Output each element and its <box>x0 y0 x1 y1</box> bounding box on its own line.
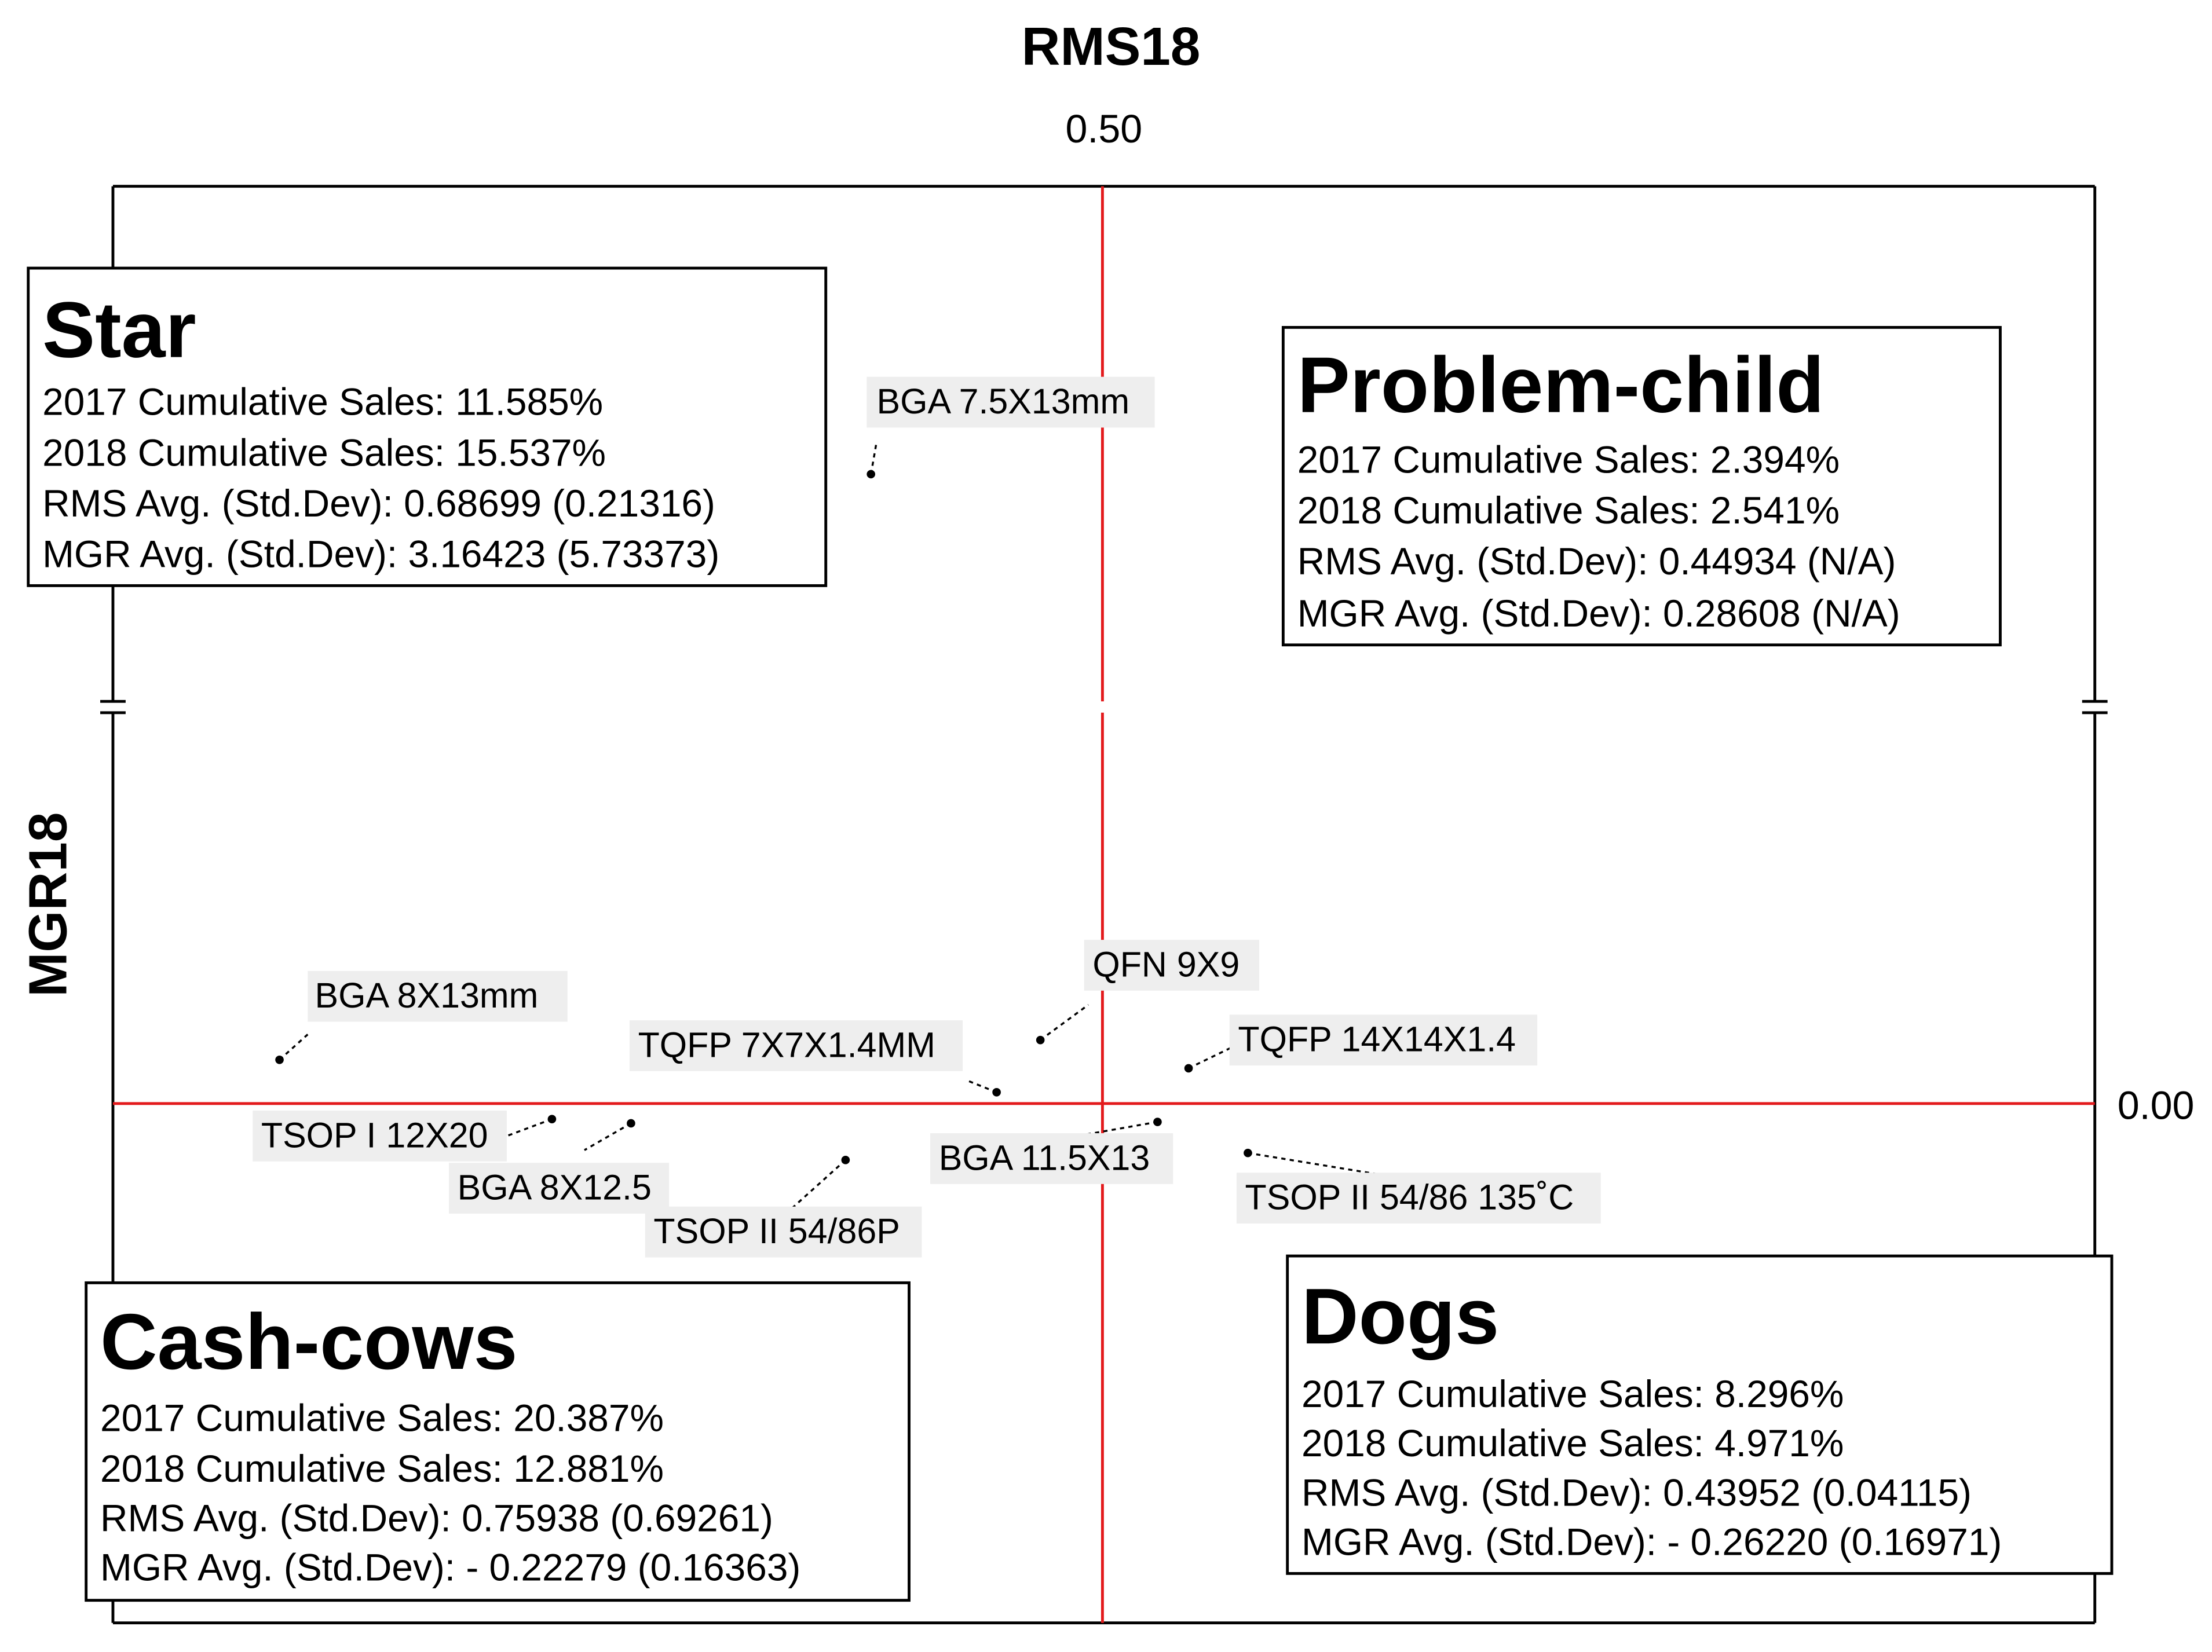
point-marker <box>547 1115 557 1123</box>
point-label-bg <box>930 1133 1173 1184</box>
quadrant-frame <box>27 266 828 587</box>
leader-line <box>968 1080 997 1093</box>
quadrant-box-dogs: Dogs 2017 Cumulative Sales: 8.296% 2018 Cu… <box>1286 1254 2114 1575</box>
quadrant-title: Star <box>42 285 196 374</box>
data-point: TQFP 14X14X1.4 <box>1184 1014 1538 1073</box>
quadrant-box-problem-child: Problem-child 2017 Cumulative Sales: 2.39… <box>1281 325 2002 647</box>
data-point: TQFP 7X7X1.4MM <box>629 1020 1001 1097</box>
quadrant-stat-line: 2017 Cumulative Sales: 11.585% <box>42 380 603 423</box>
quadrant-frame <box>85 1281 911 1602</box>
y-axis-label: MGR18 <box>18 812 78 997</box>
quadrant-stat-line: MGR Avg. (Std.Dev): - 0.26220 (0.16971) <box>1301 1521 2002 1563</box>
quadrant-stat-line: MGR Avg. (Std.Dev): 0.28608 (N/A) <box>1297 592 1900 635</box>
point-label-bg <box>1084 940 1259 991</box>
point-label: TQFP 7X7X1.4MM <box>638 1025 935 1064</box>
quadrant-box-star: Star 2017 Cumulative Sales: 11.585% 2018 C… <box>27 266 828 587</box>
leader-line <box>506 1118 553 1137</box>
quadrant-stat-line: RMS Avg. (Std.Dev): 0.75938 (0.69261) <box>100 1496 773 1539</box>
point-marker <box>1153 1118 1162 1126</box>
point-label: BGA 8X12.5 <box>458 1168 652 1207</box>
y-tick-label: 0.00 <box>2118 1084 2195 1128</box>
point-marker <box>1036 1035 1045 1045</box>
chart-title: RMS18 <box>1022 16 1201 76</box>
leader-line <box>870 441 878 475</box>
leader-line <box>788 1159 846 1212</box>
point-label: BGA 8X13mm <box>315 976 538 1015</box>
quadrant-stat-line: MGR Avg. (Std.Dev): - 0.22279 (0.16363) <box>100 1546 800 1589</box>
point-label-bg <box>253 1111 507 1162</box>
x-tick-label: 0.50 <box>1065 107 1142 151</box>
point-label: QFN 9X9 <box>1092 945 1240 984</box>
leader-line <box>1040 1003 1089 1041</box>
data-point: BGA 8X12.5 <box>449 1119 670 1214</box>
quadrant-stat-line: 2018 Cumulative Sales: 4.971% <box>1301 1422 1844 1464</box>
point-marker <box>1244 1148 1252 1158</box>
quadrant-title: Cash-cows <box>100 1297 517 1386</box>
point-label-bg <box>629 1020 963 1071</box>
point-label: BGA 11.5X13 <box>939 1138 1150 1177</box>
quadrant-stat-line: 2018 Cumulative Sales: 12.881% <box>100 1447 664 1490</box>
quadrant-box-cash-cows: Cash-cows 2017 Cumulative Sales: 20.387% 2… <box>85 1281 911 1602</box>
point-label-bg <box>866 376 1155 428</box>
point-label: TSOP II 54/86 135˚C <box>1245 1178 1574 1217</box>
point-label: TSOP II 54/86P <box>653 1211 900 1251</box>
quadrant-stat-line: 2017 Cumulative Sales: 8.296% <box>1301 1372 1844 1415</box>
point-label: TQFP 14X14X1.4 <box>1238 1020 1516 1059</box>
leader-line <box>1188 1046 1233 1069</box>
quadrant-stat-line: 2017 Cumulative Sales: 20.387% <box>100 1396 664 1439</box>
quadrant-stat-line: 2018 Cumulative Sales: 15.537% <box>42 431 606 474</box>
data-point: QFN 9X9 <box>1036 940 1259 1045</box>
leader-line <box>584 1122 632 1151</box>
quadrant-stat-line: 2017 Cumulative Sales: 2.394% <box>1297 438 1840 481</box>
point-marker <box>1184 1064 1193 1073</box>
point-marker <box>866 470 876 479</box>
point-marker <box>275 1055 284 1064</box>
point-label-bg <box>645 1206 922 1258</box>
quadrant-stat-line: 2018 Cumulative Sales: 2.541% <box>1297 489 1840 532</box>
quadrant-stat-line: RMS Avg. (Std.Dev): 0.43952 (0.04115) <box>1301 1471 1972 1514</box>
point-marker <box>841 1156 850 1164</box>
data-point: BGA 7.5X13mm <box>866 376 1155 479</box>
point-label-bg <box>308 970 568 1022</box>
point-label: TSOP I 12X20 <box>261 1115 488 1155</box>
data-point: BGA 8X13mm <box>275 970 568 1064</box>
leader-line <box>279 1034 309 1061</box>
quadrant-title: Dogs <box>1301 1272 1499 1360</box>
data-point: TSOP II 54/86P <box>645 1156 922 1258</box>
point-label-bg <box>449 1163 670 1214</box>
quadrant-stat-line: MGR Avg. (Std.Dev): 3.16423 (5.73373) <box>42 533 719 576</box>
point-label: BGA 7.5X13mm <box>876 382 1129 421</box>
point-marker <box>992 1088 1001 1097</box>
data-point: TSOP I 12X20 <box>253 1111 557 1162</box>
point-label-bg <box>1236 1173 1601 1224</box>
point-marker <box>627 1119 635 1128</box>
quadrant-frame <box>1281 325 2002 647</box>
quadrant-title: Problem-child <box>1297 340 1825 429</box>
data-point: BGA 11.5X13 <box>930 1118 1173 1184</box>
quadrant-stat-line: RMS Avg. (Std.Dev): 0.68699 (0.21316) <box>42 482 715 525</box>
quadrant-frame <box>1286 1254 2114 1575</box>
point-label-bg <box>1229 1014 1538 1066</box>
quadrant-stat-line: RMS Avg. (Std.Dev): 0.44934 (N/A) <box>1297 540 1896 583</box>
data-point: TSOP II 54/86 135˚C <box>1236 1148 1601 1224</box>
